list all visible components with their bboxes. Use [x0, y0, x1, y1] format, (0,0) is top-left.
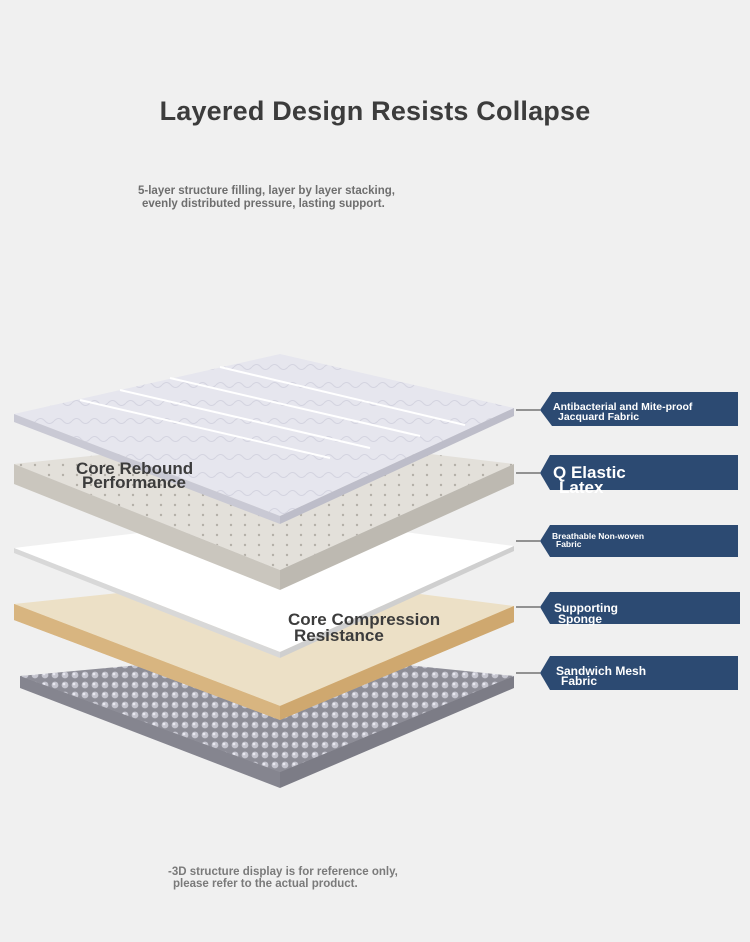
- disclaimer-line-1: -3D structure display is for reference o…: [168, 866, 398, 878]
- disclaimer: -3D structure display is for reference o…: [168, 866, 588, 890]
- callout-mesh-line-2: Fabric: [561, 674, 597, 688]
- jacquard-layer: [14, 354, 514, 524]
- callout-sponge-line-1: Supporting: [554, 601, 618, 615]
- core-compression-label-line-1: Core Compression: [288, 610, 440, 629]
- subtitle-line-1: 5-layer structure filling, layer by laye…: [138, 185, 395, 197]
- callout-nonwoven-line-2: Fabric: [556, 539, 582, 549]
- callout-mesh: Sandwich Mesh Fabric: [516, 656, 738, 690]
- callout-jacquard: Antibacterial and Mite-proof Jacquard Fa…: [516, 392, 738, 426]
- callout-nonwoven: Breathable Non-woven Fabric: [516, 525, 738, 557]
- disclaimer-line-2: please refer to the actual product.: [173, 878, 358, 890]
- callout-jacquard-line-1: Antibacterial and Mite-proof: [553, 401, 693, 413]
- core-compression-label-line-2: Resistance: [294, 626, 384, 645]
- core-rebound-label-line-2: Performance: [82, 473, 186, 492]
- nonwoven-layer: [14, 516, 514, 658]
- callout-sponge: Supporting Sponge: [516, 592, 740, 626]
- callout-mesh-line-1: Sandwich Mesh: [556, 664, 646, 678]
- callout-latex-line-2: Latex: [559, 478, 604, 497]
- subtitle: 5-layer structure filling, layer by laye…: [138, 185, 618, 211]
- callout-jacquard-line-2: Jacquard Fabric: [558, 411, 639, 423]
- page-title: Layered Design Resists Collapse: [159, 96, 591, 126]
- callout-sponge-line-2: Sponge: [558, 612, 602, 626]
- mattress-layers-illustration: Core Rebound Performance Core Compressio…: [14, 354, 740, 788]
- subtitle-line-2: evenly distributed pressure, lasting sup…: [142, 198, 385, 210]
- callout-nonwoven-line-1: Breathable Non-woven: [552, 531, 644, 541]
- callout-latex: Q Elastic Latex: [516, 455, 738, 497]
- callout-latex-line-1: Q Elastic: [553, 463, 626, 482]
- core-rebound-label-line-1: Core Rebound: [76, 459, 193, 478]
